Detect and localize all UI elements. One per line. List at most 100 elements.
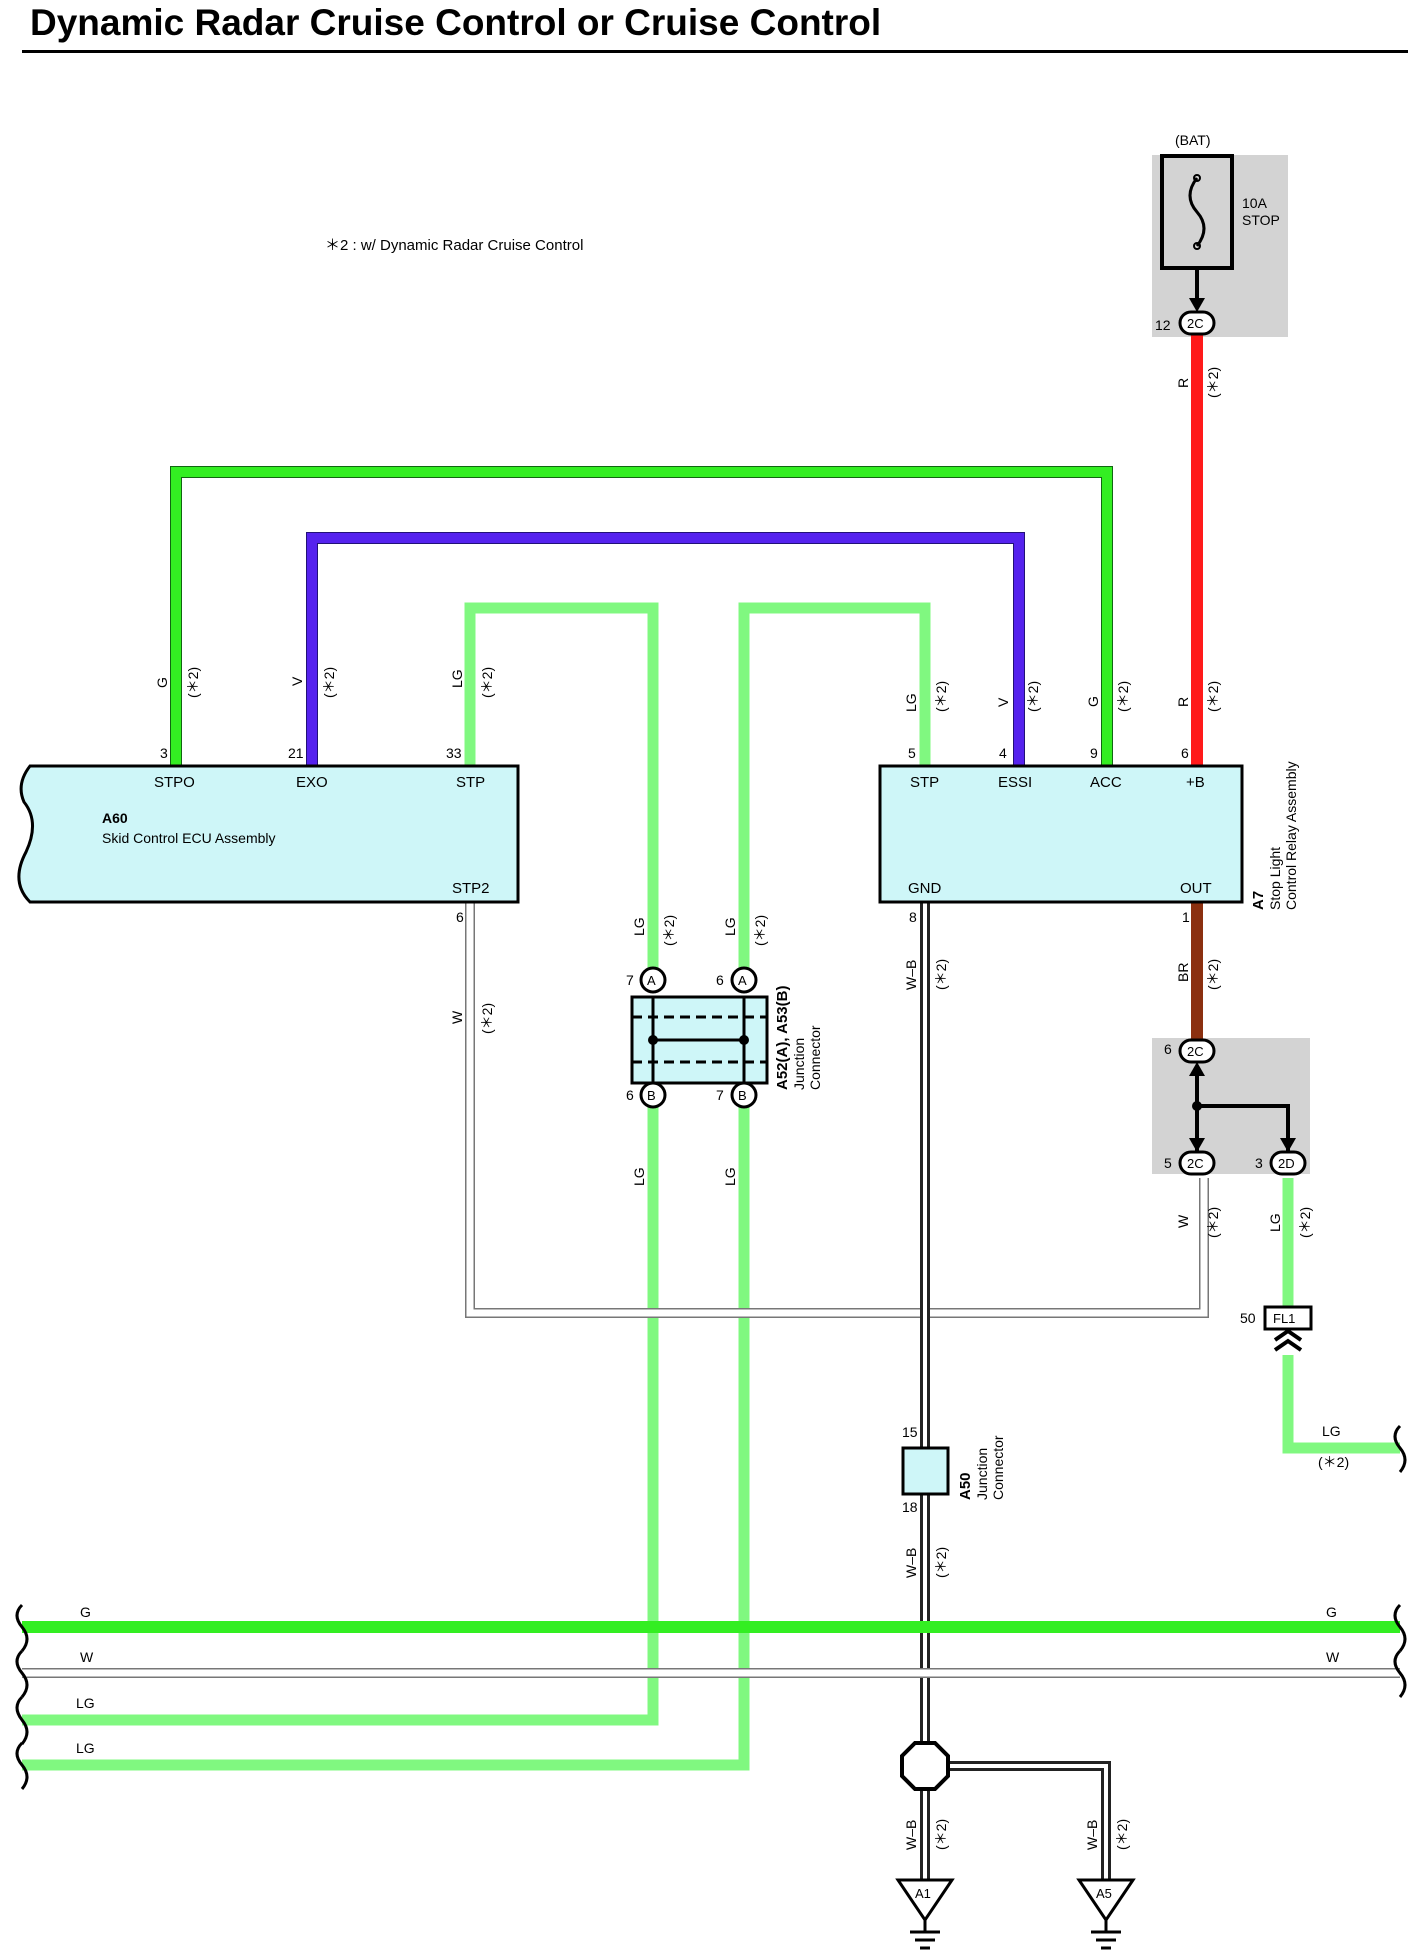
bus-label-g: G: [80, 1604, 91, 1620]
relay-pin-essi: 4: [999, 745, 1007, 761]
wire-label-wb-relay: W–B: [903, 960, 919, 990]
connector-2c-fuse: 2C: [1178, 298, 1216, 336]
ecu-term-stpo: STPO: [154, 774, 195, 791]
connector-2d-pin3-num: 3: [1255, 1155, 1263, 1171]
junction-pin-7b-num: 7: [716, 1087, 724, 1103]
mark-w-2c: (＊2): [1205, 1207, 1221, 1238]
fuse-block-background: [1152, 155, 1288, 337]
junction-pin-6a: A: [730, 966, 758, 994]
junction-pin-6a-side: A: [738, 973, 747, 988]
wire-lg-junction-bus-1: [22, 1095, 659, 1726]
bus-label-lg-2: LG: [76, 1740, 95, 1756]
wire-label-lg-2d: LG: [1267, 1213, 1283, 1232]
junction-a50-name-1: Junction: [974, 1448, 990, 1500]
wire-label-lg-relay: LG: [903, 693, 919, 712]
relay-term-b: +B: [1186, 774, 1205, 791]
junction-pin-6a-num: 6: [716, 972, 724, 988]
mark-br: (＊2): [1205, 959, 1221, 990]
ecu-term-stp2: STP2: [452, 880, 490, 897]
bus-break-right: [1393, 1424, 1407, 1698]
wire-label-v-relay: V: [995, 697, 1011, 707]
bus-label-w-right: W: [1326, 1649, 1340, 1665]
connector-2c-pin5-num: 5: [1164, 1155, 1172, 1171]
wire-label-r-relay: R: [1175, 697, 1191, 707]
relay-code: A7: [1250, 891, 1267, 910]
junction-a52-name-2: Connector: [807, 1025, 823, 1090]
junction-pin-7b: B: [730, 1081, 758, 1109]
mark-lg-right: (＊2): [1318, 1454, 1349, 1470]
connector-2d-pin3-label: 2D: [1278, 1156, 1295, 1171]
wire-label-br: BR: [1175, 963, 1191, 982]
mark-lg-junction-2: (＊2): [752, 915, 768, 946]
fuse-pin: 12: [1155, 317, 1171, 333]
wire-label-lg-right: LG: [1322, 1423, 1341, 1439]
junction-pin-7a-num: 7: [626, 972, 634, 988]
mark-wb-a1: (＊2): [933, 1819, 949, 1850]
mark-g-relay: (＊2): [1115, 681, 1131, 712]
ecu-name: Skid Control ECU Assembly: [102, 830, 276, 846]
junction-pin-6b: B: [639, 1081, 667, 1109]
junction-pin-6b-num: 6: [626, 1087, 634, 1103]
junction-a50-pin-18: 18: [902, 1499, 918, 1515]
bus-label-g-right: G: [1326, 1604, 1337, 1620]
junction-pin-6b-side: B: [647, 1088, 656, 1103]
ecu-pin-stpo: 3: [160, 745, 168, 761]
mark-v-relay: (＊2): [1025, 681, 1041, 712]
connector-fl1-label: FL1: [1273, 1311, 1295, 1326]
wire-lg-stp-junction: [464, 602, 659, 975]
relay-pin-acc: 9: [1090, 745, 1098, 761]
junction-pin-7a: A: [639, 966, 667, 994]
relay-name-1: Stop Light: [1267, 847, 1283, 910]
wire-v-exo-essi: [306, 532, 1025, 766]
wire-label-wb-a50: W–B: [903, 1548, 919, 1578]
relay-box: [878, 764, 1244, 904]
title-underline: [22, 50, 1408, 53]
diagram-title: Dynamic Radar Cruise Control or Cruise C…: [30, 2, 882, 43]
mark-lg-relay: (＊2): [933, 681, 949, 712]
wire-label-lg-ecu: LG: [449, 669, 465, 688]
ecu-pin-stp2: 6: [456, 909, 464, 925]
battery-label: (BAT): [1175, 132, 1211, 148]
relay-term-out: OUT: [1180, 880, 1212, 897]
ecu-pin-exo: 21: [288, 745, 304, 761]
fuse-name: STOP: [1242, 212, 1280, 228]
mark-lg-junction-1: (＊2): [661, 915, 677, 946]
connector-2c-pin6-label: 2C: [1187, 1044, 1204, 1059]
wire-lg-relay-stp-junction: [738, 602, 931, 975]
wire-w-stp2: [465, 902, 1209, 1318]
variant-note: ＊2 : w/ Dynamic Radar Cruise Control: [325, 237, 583, 254]
junction-a52-code: A52(A), A53(B): [774, 986, 791, 1090]
wire-lg-2d-fl1: [1282, 1178, 1400, 1454]
mark-lg-ecu: (＊2): [479, 667, 495, 698]
junction-a52-name-1: Junction: [791, 1038, 807, 1090]
connector-2d-pin3: 2D: [1269, 1138, 1307, 1176]
ecu-code: A60: [102, 810, 128, 826]
wire-lg-junction-bus-2: [22, 1095, 750, 1771]
relay-name-2: Control Relay Assembly: [1283, 761, 1299, 910]
ground-a1-label: A1: [915, 1886, 931, 1901]
connector-fl1: FL1: [1263, 1305, 1313, 1352]
fuse-rating: 10A: [1242, 195, 1268, 211]
mark-v-ecu: (＊2): [321, 667, 337, 698]
fuse-box: [1160, 154, 1234, 270]
junction-a50-code: A50: [957, 1472, 974, 1500]
mark-wb-a5: (＊2): [1114, 1819, 1130, 1850]
relay-pin-out: 1: [1182, 909, 1190, 925]
wire-label-w-2c: W: [1175, 1214, 1191, 1228]
wire-label-lg-junction-1: LG: [631, 917, 647, 936]
mark-r-relay: (＊2): [1205, 681, 1221, 712]
ground-splice-icon: [900, 1741, 950, 1791]
mark-r-fuse: (＊2): [1205, 367, 1221, 398]
bus-label-lg-1: LG: [76, 1695, 95, 1711]
wire-label-g-ecu: G: [154, 677, 170, 688]
wire-label-wb-a1: W–B: [903, 1820, 919, 1850]
relay-term-gnd: GND: [908, 880, 942, 897]
ground-a5-icon: [1076, 1878, 1136, 1950]
ground-a1-icon: [895, 1878, 955, 1950]
junction-a50-box: [901, 1446, 950, 1496]
wire-label-lg-junction-2: LG: [722, 917, 738, 936]
ecu-term-stp: STP: [456, 774, 485, 791]
connector-2c-pin6-num: 6: [1164, 1041, 1172, 1057]
splice-2c: [1192, 1066, 1290, 1152]
bus-label-w: W: [80, 1649, 94, 1665]
